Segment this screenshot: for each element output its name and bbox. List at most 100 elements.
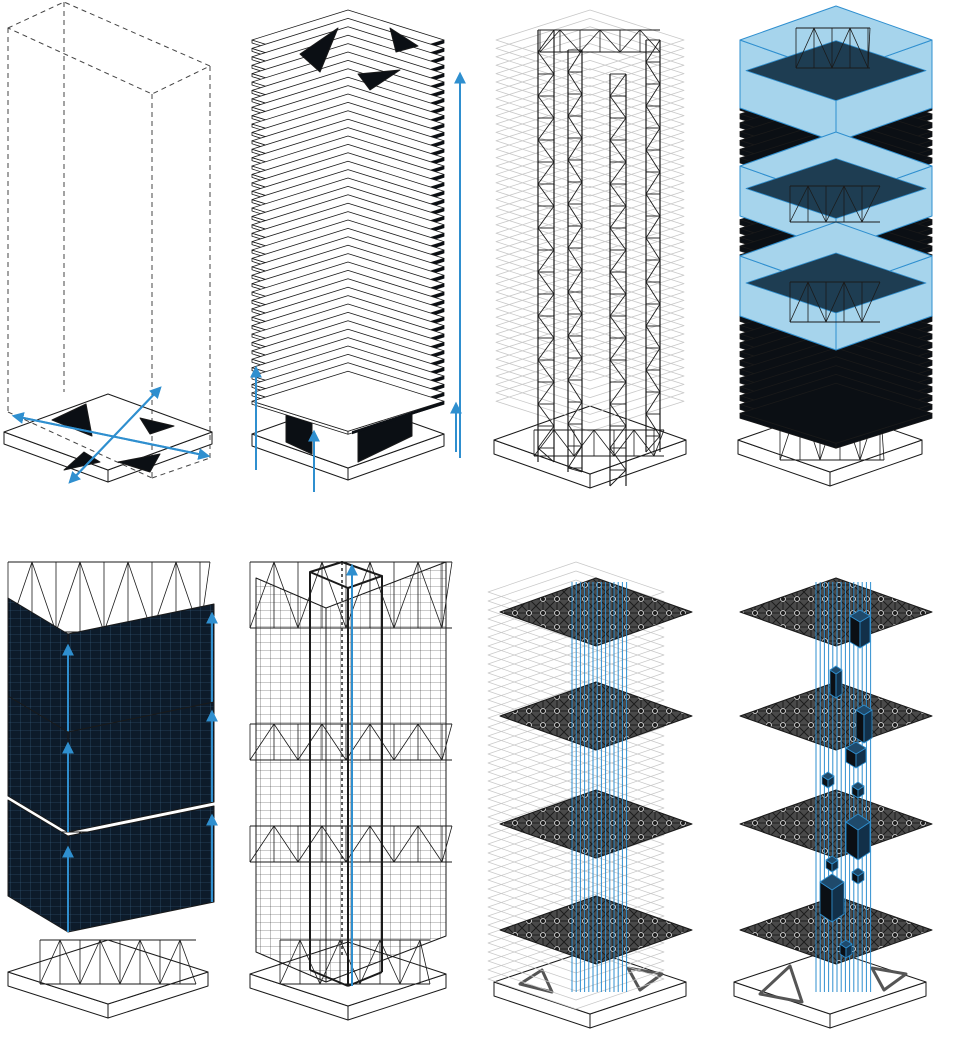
volume-box-left [855, 709, 865, 744]
panel-floor-stack [250, 9, 466, 492]
grid-floor-plate [499, 789, 693, 859]
floor-outline [495, 185, 685, 247]
band-diagonal [103, 561, 129, 633]
floor-outline [495, 127, 685, 189]
truss-diagonal [609, 469, 627, 487]
floor-outline [495, 68, 685, 130]
diagonal-arrow [68, 387, 161, 484]
band-diagonal [273, 723, 299, 761]
panel-grids-with-volumes [733, 577, 933, 1029]
floor-outline [495, 102, 685, 163]
band-diagonal [633, 429, 655, 457]
panel-facade-blocks [7, 561, 218, 1019]
floor-outline [495, 261, 685, 323]
truss-diagonal [567, 225, 583, 249]
floor-outline [495, 328, 685, 390]
truss-diagonal [609, 359, 627, 383]
band-diagonal [249, 561, 275, 629]
volume-box-right [835, 669, 843, 699]
core-edge [347, 971, 383, 987]
band-diagonal [843, 185, 863, 223]
floor-outline [495, 43, 685, 104]
truss-diagonal [537, 359, 555, 383]
band-diagonal [441, 825, 453, 863]
truss-diagonal [537, 249, 555, 273]
roof-truss [539, 29, 661, 53]
truss-diagonal [609, 73, 627, 97]
volume-box-top [829, 665, 843, 675]
truss-diagonal [645, 303, 661, 327]
band-diagonal [539, 29, 561, 53]
truss-diagonal [567, 379, 583, 403]
truss-diagonal [567, 423, 583, 447]
base-top-face [493, 405, 687, 475]
truss-diagonal [537, 337, 555, 361]
truss-diagonal [645, 215, 661, 239]
grid-floor-plate [739, 789, 933, 859]
band-diagonal [393, 561, 419, 629]
band-diagonal [417, 561, 443, 629]
volume-box-left [829, 669, 837, 699]
triangle-void [63, 451, 101, 471]
band-diagonal [533, 429, 555, 457]
floor-outline [495, 26, 685, 88]
volume-box-top [855, 704, 873, 716]
volume-box-right [863, 709, 873, 744]
volume-box-top [821, 771, 835, 781]
volume-box-top [825, 855, 839, 865]
truss-column [645, 39, 661, 453]
truss-diagonal [645, 61, 661, 85]
band-diagonal [419, 939, 431, 985]
envelope-edge [151, 457, 211, 479]
band-diagonal [843, 281, 863, 323]
sky-truss [789, 281, 881, 323]
floor-slab-top [251, 370, 445, 432]
truss-diagonal [537, 271, 555, 295]
floor-outline [495, 60, 685, 121]
floor-outline [495, 311, 685, 373]
truss-diagonal [609, 117, 627, 141]
truss-diagonal [537, 205, 555, 229]
truss-diagonal [645, 105, 661, 129]
floor-outline [495, 219, 685, 281]
floor-outline [495, 269, 685, 331]
band-diagonal [593, 429, 615, 457]
floor-outline [495, 320, 685, 382]
truss-diagonal [609, 183, 627, 207]
panel-envelope [3, 1, 213, 484]
band-diagonal [861, 281, 881, 323]
floor-outline [495, 278, 685, 340]
truss-diagonal [537, 403, 555, 427]
truss-diagonal [645, 347, 661, 371]
panel-sky-lobbies [737, 5, 933, 487]
floor-outline [495, 244, 685, 306]
truss-diagonal [567, 467, 583, 473]
band-diagonal [393, 825, 419, 863]
band-diagonal [79, 939, 101, 985]
band-diagonal [619, 29, 641, 53]
band-diagonal [807, 185, 827, 223]
truss-diagonal [609, 403, 627, 427]
truss-diagonal [537, 29, 555, 53]
truss-diagonal [567, 357, 583, 381]
floor-outline [495, 337, 685, 399]
floor-outline [495, 51, 685, 113]
facade-grid-left [255, 577, 327, 983]
mid-truss [249, 825, 453, 863]
band-diagonal [825, 185, 845, 223]
band-diagonal [639, 29, 661, 53]
floor-outline [495, 236, 685, 298]
truss-diagonal [537, 139, 555, 163]
truss-diagonal [645, 391, 661, 415]
band-diagonal [813, 27, 833, 69]
floor-outline [495, 143, 685, 205]
floor-outline [495, 345, 685, 407]
truss-diagonal [537, 73, 555, 97]
truss-diagonal [645, 281, 661, 305]
floor-outline [495, 227, 685, 289]
volume-box-top [849, 609, 871, 623]
core-edge [309, 969, 349, 987]
triangle-void [117, 453, 161, 473]
floor-outline [495, 194, 685, 256]
